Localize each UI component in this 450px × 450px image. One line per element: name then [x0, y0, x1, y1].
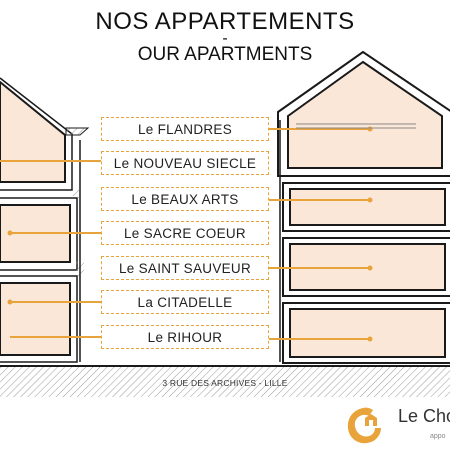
- middle-shaft: [79, 120, 281, 362]
- left-room-bottom: [0, 282, 71, 356]
- apartment-le-sacre-coeur[interactable]: Le SACRE COEUR: [101, 221, 269, 245]
- brand-tagline: appo: [430, 433, 446, 440]
- right-room-2: [289, 188, 446, 226]
- right-building: [287, 60, 446, 358]
- brand-logo-icon: [347, 407, 381, 444]
- right-room-top: [287, 60, 443, 169]
- apartment-le-rihour[interactable]: Le RIHOUR: [101, 325, 269, 349]
- left-building: [0, 80, 71, 356]
- apartment-la-citadelle[interactable]: La CITADELLE: [101, 290, 269, 314]
- apartment-le-beaux-arts[interactable]: Le BEAUX ARTS: [101, 187, 269, 211]
- apartment-le-flandres[interactable]: Le FLANDRES: [101, 117, 269, 141]
- right-top-shelf: [296, 123, 416, 129]
- connector-lines: [0, 128, 370, 340]
- left-room-top: [0, 80, 66, 183]
- page-subtitle: OUR APARTMENTS: [137, 44, 313, 65]
- apartment-le-saint-sauveur[interactable]: Le SAINT SAUVEUR: [101, 256, 269, 280]
- title-separator: -: [222, 30, 228, 47]
- brand-name: Le Cho: [398, 406, 450, 426]
- ground-hatch: [0, 365, 450, 397]
- page-title: NOS APPARTEMENTS: [95, 8, 355, 35]
- address-label: 3 RUE DES ARCHIVES - LILLE: [162, 378, 288, 388]
- right-room-4: [289, 308, 446, 358]
- ground-line: [0, 365, 450, 367]
- apartment-le-nouveau-siecle[interactable]: Le NOUVEAU SIECLE: [101, 151, 269, 175]
